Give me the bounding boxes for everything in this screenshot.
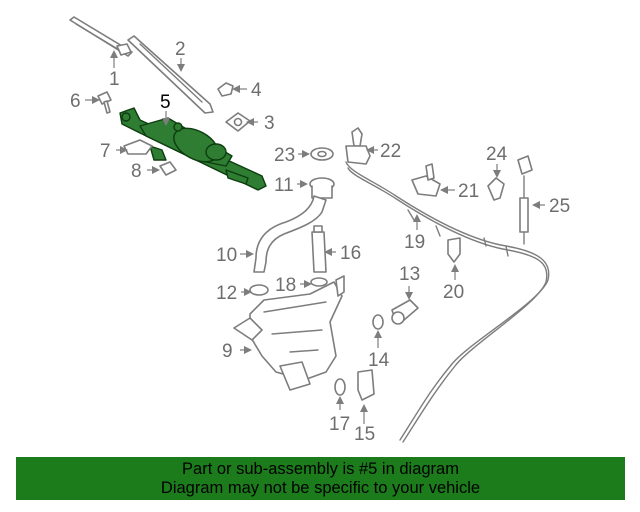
- part-24-connector[interactable]: [487, 177, 505, 201]
- part-9-washer-reservoir[interactable]: [233, 275, 345, 391]
- label-9: 9: [222, 341, 233, 362]
- label-8: 8: [131, 161, 142, 182]
- part-8-bushing[interactable]: [159, 161, 177, 176]
- part-12-seal[interactable]: [249, 284, 269, 296]
- info-banner: Part or sub-assembly is #5 in diagram Di…: [16, 457, 625, 500]
- label-14: 14: [368, 350, 390, 371]
- part-25-sensor[interactable]: [517, 155, 533, 245]
- part-23-connector[interactable]: [310, 147, 334, 161]
- callout-labels: 1 2 3 4 5 6 7 8 9 10 11 12 13 14 15 16 1…: [70, 39, 570, 445]
- label-5: 5: [160, 92, 171, 113]
- label-17: 17: [329, 414, 350, 435]
- part-20-clip[interactable]: [447, 237, 461, 263]
- part-5-wiper-linkage-motor[interactable]: [119, 107, 267, 191]
- label-22: 22: [380, 141, 401, 162]
- label-10: 10: [216, 245, 237, 266]
- label-15: 15: [354, 424, 375, 445]
- label-11: 11: [274, 175, 294, 196]
- banner-line-2: Diagram may not be specific to your vehi…: [160, 479, 481, 497]
- label-23: 23: [274, 145, 295, 166]
- part-1-wiper-blade[interactable]: [69, 16, 133, 57]
- part-17-seal[interactable]: [334, 378, 346, 396]
- part-4-cap[interactable]: [217, 82, 234, 97]
- label-4: 4: [251, 80, 262, 101]
- label-21: 21: [458, 181, 479, 202]
- part-13-washer-pump[interactable]: [391, 299, 419, 325]
- part-14-grommet[interactable]: [372, 314, 384, 330]
- part-10-filler-hose[interactable]: [253, 195, 327, 273]
- part-18-grommet[interactable]: [310, 277, 328, 287]
- label-3: 3: [264, 113, 275, 134]
- banner-line-1: Part or sub-assembly is #5 in diagram: [182, 460, 459, 478]
- label-16: 16: [340, 243, 361, 264]
- label-1: 1: [109, 69, 120, 90]
- part-6-bolt[interactable]: [97, 91, 112, 114]
- label-13: 13: [399, 264, 420, 285]
- label-12: 12: [216, 283, 237, 304]
- part-19-washer-hose[interactable]: [345, 161, 550, 441]
- label-19: 19: [404, 232, 425, 253]
- part-11-filler-neck[interactable]: [309, 177, 335, 199]
- label-6: 6: [70, 91, 81, 112]
- part-21-nozzle[interactable]: [411, 163, 441, 197]
- label-24: 24: [486, 144, 508, 165]
- label-25: 25: [549, 196, 570, 217]
- leader-lines: [85, 50, 545, 424]
- label-20: 20: [443, 282, 464, 303]
- label-2: 2: [175, 39, 186, 60]
- label-18: 18: [275, 275, 296, 296]
- part-22-nozzle[interactable]: [345, 127, 371, 165]
- part-2-wiper-arm[interactable]: [127, 35, 214, 114]
- label-7: 7: [100, 141, 111, 162]
- part-16-washer-pump[interactable]: [311, 225, 327, 273]
- part-7-grommet[interactable]: [123, 139, 153, 155]
- part-15-level-sensor[interactable]: [357, 369, 375, 401]
